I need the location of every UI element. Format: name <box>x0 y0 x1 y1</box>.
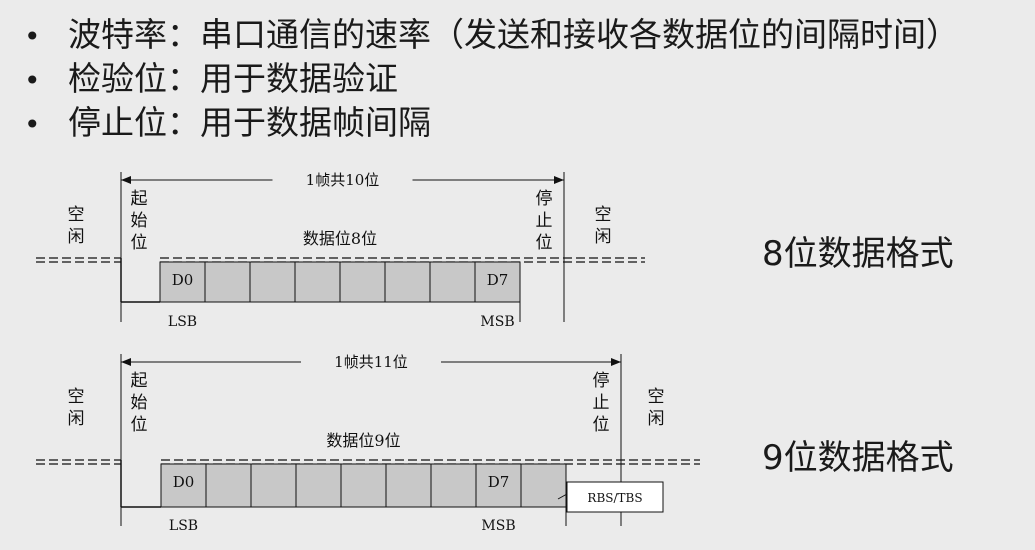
start-bit-label: 起 <box>131 371 148 391</box>
stop-bit-label: 位 <box>593 415 610 435</box>
data-bits-label: 数据位8位 <box>303 229 377 248</box>
stop-bit-label: 位 <box>536 233 553 253</box>
lsb-label: LSB <box>168 314 197 330</box>
bullet-baud-rate: •波特率：串口通信的速率（发送和接收各数据位的间隔时间） <box>24 14 959 58</box>
extra-bit-callout-line <box>557 493 568 500</box>
data-bit-box <box>520 463 567 508</box>
msb-label: MSB <box>481 518 515 534</box>
extra-bit-label: RBS/TBS <box>587 491 642 505</box>
stop-bit-label: 止 <box>536 211 553 231</box>
data-bit-box <box>475 463 522 508</box>
data-bit-box <box>250 463 297 508</box>
data-bits-label: 数据位9位 <box>326 431 400 450</box>
format-label-9bit: 9位数据格式 <box>762 438 954 478</box>
frame-length-label: 1帧共11位 <box>334 353 408 371</box>
data-bit-box <box>339 261 386 303</box>
data-bit-box <box>205 463 252 508</box>
bullet-dot: • <box>24 20 41 53</box>
idle-label-left: 空 <box>68 205 85 225</box>
data-bit-box <box>294 261 341 303</box>
data-bit-box <box>249 261 296 303</box>
bullet-list: •波特率：串口通信的速率（发送和接收各数据位的间隔时间） •检验位：用于数据验证… <box>24 14 959 146</box>
start-bit-label: 始 <box>131 211 148 231</box>
data-bit-box <box>385 463 432 508</box>
bullet-dot: • <box>24 108 41 141</box>
stop-bit-label: 止 <box>593 393 610 413</box>
lsb-label: LSB <box>169 518 198 534</box>
last-bit-label: D7 <box>487 271 509 289</box>
data-bit-box <box>159 261 206 303</box>
frame-length-label: 1帧共10位 <box>306 171 380 189</box>
data-bit-box <box>429 261 476 303</box>
start-bit-label: 始 <box>131 393 148 413</box>
idle-label-left: 空 <box>68 387 85 407</box>
idle-label-left: 闲 <box>68 227 85 247</box>
data-bit-box <box>430 463 477 508</box>
start-bit-label: 位 <box>131 415 148 435</box>
idle-label-right: 空 <box>595 205 612 225</box>
data-bit-box <box>340 463 387 508</box>
start-bit-label: 位 <box>131 233 148 253</box>
stop-bit-label: 停 <box>593 371 610 391</box>
bullet-stop-bit: •停止位：用于数据帧间隔 <box>24 102 959 146</box>
bullet-dot: • <box>24 64 41 97</box>
last-bit-label: D7 <box>488 473 510 491</box>
idle-label-left: 闲 <box>68 409 85 429</box>
data-bit-box <box>474 261 521 303</box>
data-bit-box <box>160 463 207 508</box>
extra-bit-callout-box <box>566 481 664 513</box>
msb-label: MSB <box>480 314 514 330</box>
format-label-8bit: 8位数据格式 <box>762 234 954 274</box>
bullet-parity: •检验位：用于数据验证 <box>24 58 959 102</box>
data-bit-box <box>204 261 251 303</box>
stop-bit-label: 停 <box>536 189 553 209</box>
data-bit-box <box>295 463 342 508</box>
idle-label-right: 空 <box>648 387 665 407</box>
start-bit-label: 起 <box>131 189 148 209</box>
data-bit-box <box>384 261 431 303</box>
first-bit-label: D0 <box>172 271 194 289</box>
idle-label-right: 闲 <box>648 409 665 429</box>
first-bit-label: D0 <box>173 473 195 491</box>
idle-label-right: 闲 <box>595 227 612 247</box>
